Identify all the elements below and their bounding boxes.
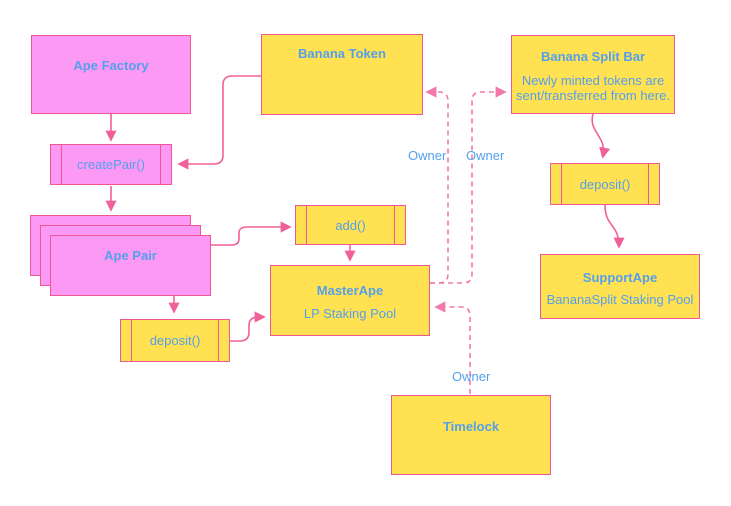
node-title: SupportApe [582, 270, 658, 285]
node-deposit-lp-method: deposit() [120, 319, 230, 362]
node-description: Newly minted tokens are sent/transferred… [512, 73, 674, 103]
node-masterape: MasterApe LP Staking Pool [270, 265, 430, 336]
edge-banana-split-to-deposit [591, 113, 611, 159]
node-subtitle: LP Staking Pool [303, 306, 397, 321]
node-timelock: Timelock [391, 395, 551, 475]
edge-masterape-owner-banana-split [430, 86, 507, 284]
node-ape-factory: Ape Factory [31, 35, 191, 114]
node-supportape: SupportApe BananaSplit Staking Pool [540, 254, 700, 319]
edge-deposit-to-supportape [604, 204, 625, 249]
edge-label-owner-banana-token: Owner [408, 148, 447, 163]
edge-banana-token-to-createpair [177, 75, 261, 170]
edge-label-owner-banana-split-bar: Owner [466, 148, 505, 163]
edge-label-owner-masterape: Owner [452, 369, 491, 384]
node-ape-pair: Ape Pair [50, 235, 211, 296]
method-label: createPair() [77, 157, 145, 172]
method-label: deposit() [149, 333, 201, 348]
edge-timelock-owner-masterape [434, 301, 471, 394]
node-title: Ape Factory [73, 58, 149, 73]
node-title: MasterApe [316, 283, 384, 298]
node-title: Ape Pair [104, 248, 157, 263]
method-label: deposit() [579, 176, 631, 192]
node-subtitle: BananaSplit Staking Pool [546, 292, 694, 307]
node-title: Timelock [442, 419, 500, 434]
node-banana-token: Banana Token [261, 34, 423, 115]
node-createpair-method: createPair() [50, 144, 172, 185]
description-line-1: Newly minted tokens are [521, 73, 665, 88]
edge-masterape-owner-banana-token [425, 86, 449, 284]
node-title: Banana Split Bar [540, 49, 646, 64]
edge-ape-pair-to-add [211, 221, 292, 246]
edge-deposit-to-masterape [230, 311, 266, 342]
node-title: Banana Token [298, 46, 386, 61]
node-add-method: add() [295, 205, 406, 245]
node-banana-split-bar: Banana Split Bar Newly minted tokens are… [511, 35, 675, 114]
method-label: add() [335, 217, 366, 233]
description-line-2: sent/transferred from here. [516, 88, 670, 103]
node-deposit-support-method: deposit() [550, 163, 660, 205]
